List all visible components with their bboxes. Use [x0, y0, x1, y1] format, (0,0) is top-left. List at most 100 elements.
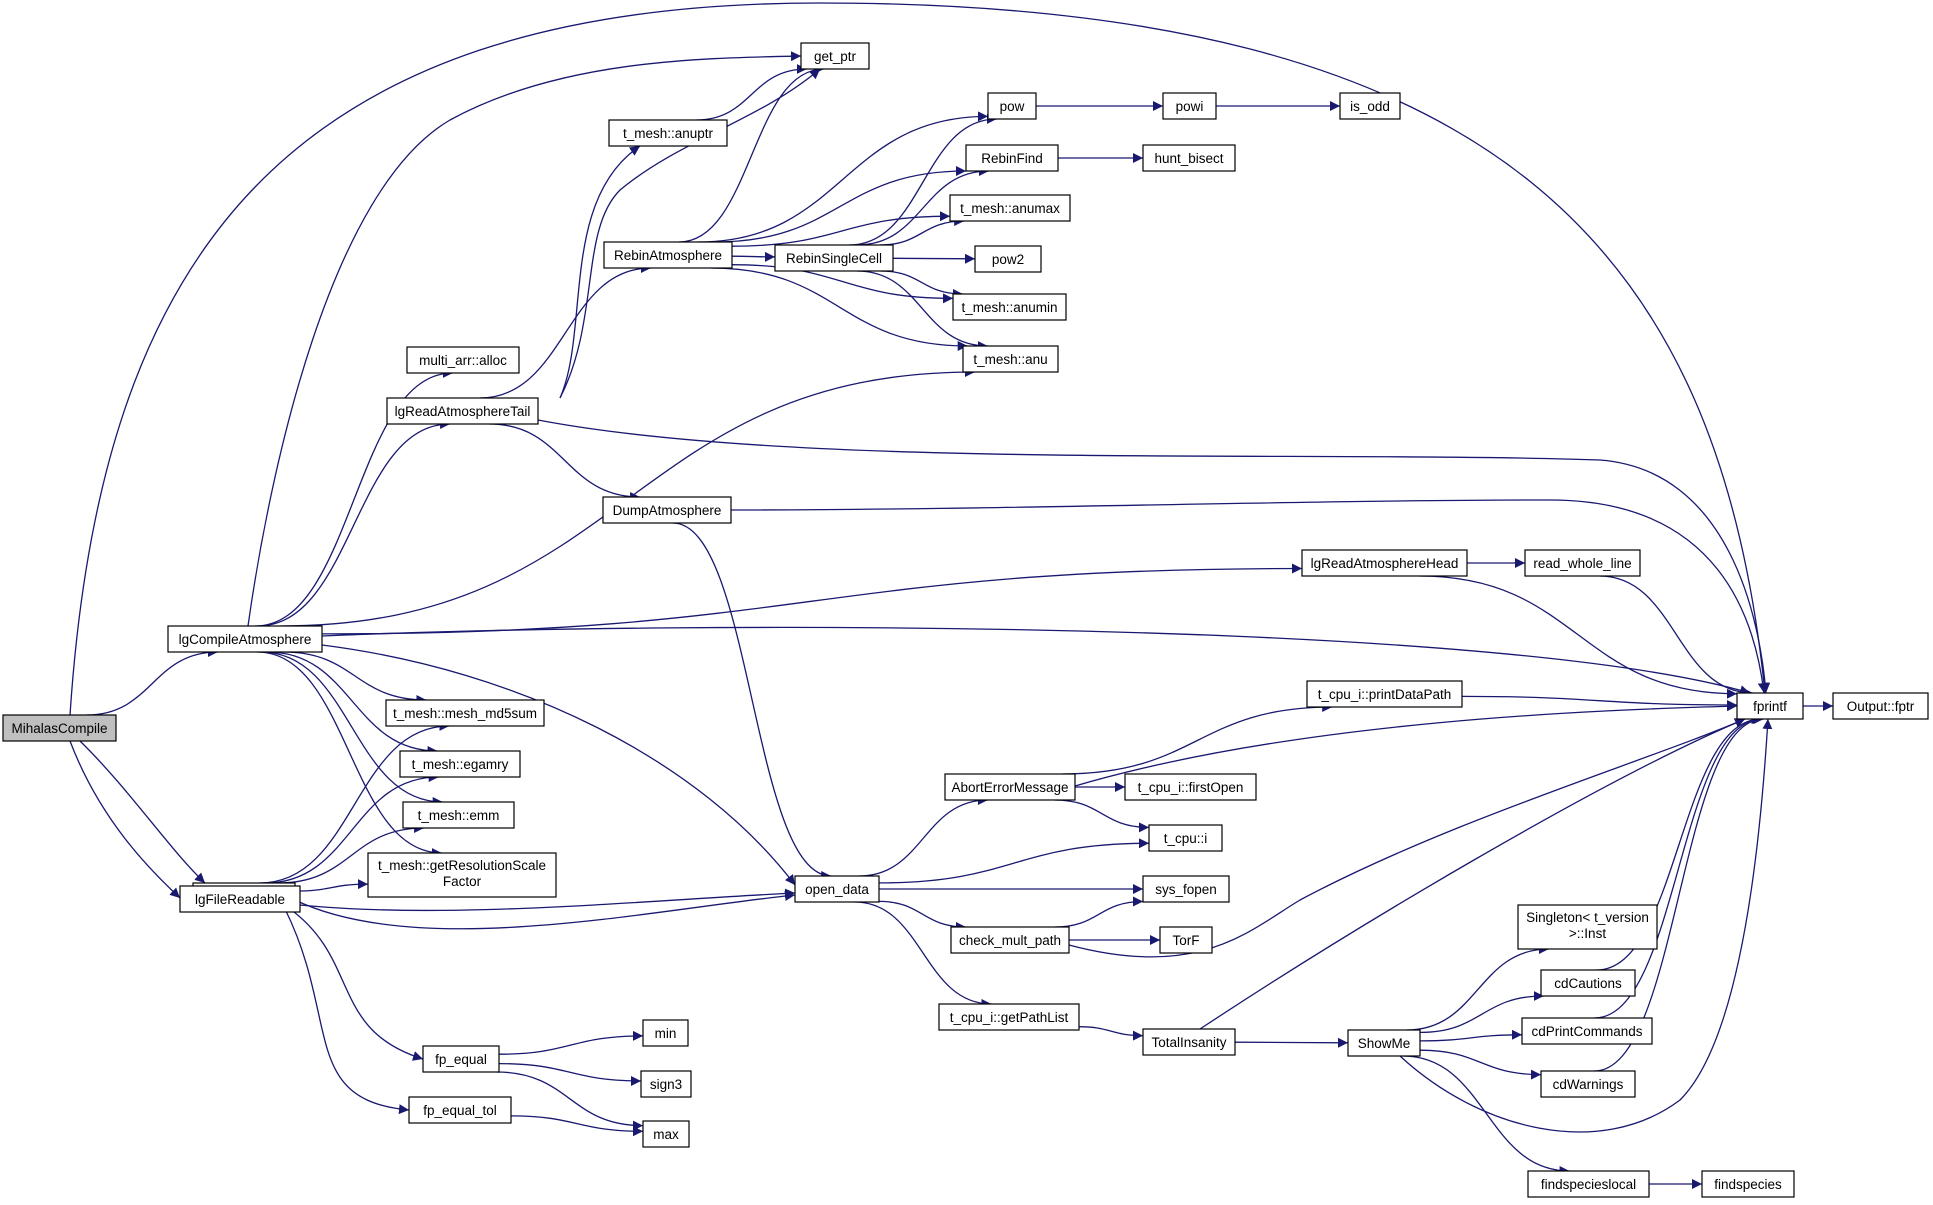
node-fpequaltol[interactable]: fp_equal_tol: [408, 1096, 512, 1124]
edge-rebinatm-to-anumin: [731, 264, 954, 304]
node-firstopen[interactable]: t_cpu_i::firstOpen: [1124, 773, 1257, 801]
edge-rebincell-to-rebinfind: [857, 166, 989, 246]
node-egamry[interactable]: t_mesh::egamry: [399, 750, 521, 778]
edge-validbin-to-md5: [259, 721, 450, 884]
node-label: sys_fopen: [1155, 882, 1217, 897]
node-readline[interactable]: read_whole_line: [1524, 549, 1641, 577]
node-compile[interactable]: lgCompileAtmosphere: [167, 625, 323, 653]
edge-compile-to-head: [321, 563, 1303, 635]
edge-readable-to-opendata: [299, 888, 796, 912]
edge-fpequal-to-max: [496, 1071, 644, 1131]
node-label: Output::fptr: [1847, 699, 1915, 714]
node-label: findspecieslocal: [1541, 1177, 1636, 1192]
node-insanity[interactable]: TotalInsanity: [1142, 1028, 1236, 1056]
node-showme[interactable]: ShowMe: [1347, 1029, 1421, 1057]
node-rebincell[interactable]: RebinSingleCell: [774, 244, 894, 272]
node-label: t_cpu_i::firstOpen: [1138, 780, 1244, 795]
node-anuptr[interactable]: t_mesh::anuptr: [608, 119, 728, 147]
edge-showme-to-cautions: [1419, 991, 1544, 1034]
node-tail[interactable]: lgReadAtmosphereTail: [386, 397, 539, 425]
node-printdp[interactable]: t_cpu_i::printDataPath: [1306, 680, 1463, 708]
node-cautions[interactable]: cdCautions: [1540, 969, 1636, 997]
node-label: pow2: [992, 252, 1024, 267]
node-abort[interactable]: AbortErrorMessage: [944, 773, 1076, 801]
node-printcmd[interactable]: cdPrintCommands: [1521, 1017, 1653, 1045]
node-fpequal[interactable]: fp_equal: [422, 1045, 500, 1073]
edge-opendata-to-getpath: [854, 901, 992, 1009]
edge-compile-to-emm: [260, 651, 443, 807]
edge-tail-to-rebinatm: [479, 263, 651, 399]
edge-abort-to-fprintf: [1074, 701, 1738, 787]
edge-validbin-to-fpequal: [289, 908, 424, 1061]
node-label: t_mesh::mesh_md5sum: [393, 706, 537, 721]
node-anu[interactable]: t_mesh::anu: [962, 345, 1059, 373]
node-md5[interactable]: t_mesh::mesh_md5sum: [385, 699, 545, 727]
edge-printcmd-to-fprintf: [1594, 714, 1763, 1019]
edge-cautions-to-fprintf: [1596, 714, 1762, 971]
node-rebinfind[interactable]: RebinFind: [965, 144, 1059, 172]
node-warnings[interactable]: cdWarnings: [1540, 1070, 1636, 1098]
node-powi[interactable]: powi: [1162, 92, 1217, 120]
node-opendata[interactable]: open_data: [794, 875, 880, 903]
node-hunt[interactable]: hunt_bisect: [1142, 144, 1236, 172]
node-label: RebinAtmosphere: [614, 248, 722, 263]
node-label: t_cpu_i::getPathList: [950, 1010, 1069, 1025]
edge-rebinatm-to-rebinfind: [714, 166, 967, 243]
edge-showme-to-warnings: [1419, 1049, 1542, 1080]
edge-fpequal-to-sign3: [498, 1062, 642, 1086]
node-label: >::Inst: [1569, 926, 1606, 941]
node-fs[interactable]: findspecies: [1701, 1170, 1795, 1198]
node-outfptr[interactable]: Output::fptr: [1832, 692, 1929, 720]
node-dump[interactable]: DumpAtmosphere: [602, 496, 732, 524]
node-label: t_cpu_i::printDataPath: [1318, 687, 1452, 702]
node-label: t_mesh::getResolutionScale: [378, 858, 546, 873]
node-pow2[interactable]: pow2: [974, 245, 1042, 273]
node-anumin[interactable]: t_mesh::anumin: [952, 293, 1067, 321]
node-label: TorF: [1173, 933, 1200, 948]
edge-compile-to-fprintf: [321, 626, 1751, 696]
edge-anuptr-to-getptr: [696, 64, 807, 121]
edge-compile-to-tail: [257, 419, 451, 627]
node-label: findspecies: [1714, 1177, 1782, 1192]
node-rebinatm[interactable]: RebinAtmosphere: [603, 241, 733, 269]
edge-showme-to-singleton: [1406, 944, 1549, 1031]
node-sysfopen[interactable]: sys_fopen: [1142, 875, 1230, 903]
node-readable[interactable]: lgFileReadable: [179, 885, 301, 913]
edge-rebinatm-to-anu: [710, 267, 968, 351]
node-getpath[interactable]: t_cpu_i::getPathList: [938, 1003, 1080, 1031]
edge-validbin-to-opendata: [294, 891, 796, 930]
node-alloc[interactable]: multi_arr::alloc: [406, 346, 520, 374]
edge-abort-to-cpui: [1054, 799, 1150, 833]
node-label: t_mesh::anu: [973, 352, 1047, 367]
edge-abort-to-printdp: [1062, 702, 1333, 775]
node-emm[interactable]: t_mesh::emm: [402, 801, 515, 829]
edge-tail-to-getptr: [559, 68, 821, 399]
node-label: ShowMe: [1358, 1036, 1411, 1051]
node-max[interactable]: max: [642, 1120, 690, 1148]
edge-mihalas-to-compile: [86, 647, 218, 716]
node-label: t_mesh::anuptr: [623, 126, 714, 141]
edge-rebincell-to-anumax: [879, 216, 965, 246]
node-label: t_mesh::egamry: [412, 757, 509, 772]
node-min[interactable]: min: [642, 1019, 689, 1047]
node-pow[interactable]: pow: [987, 92, 1037, 120]
node-torf[interactable]: TorF: [1159, 926, 1213, 954]
node-isodd[interactable]: is_odd: [1339, 92, 1401, 120]
node-mihalas[interactable]: MihalasCompile: [2, 714, 117, 742]
node-label: check_mult_path: [959, 933, 1061, 948]
node-fprintf[interactable]: fprintf: [1736, 692, 1804, 720]
node-fslocal[interactable]: findspecieslocal: [1527, 1170, 1650, 1198]
node-anumax[interactable]: t_mesh::anumax: [949, 194, 1071, 222]
node-singleton[interactable]: Singleton< t_version>::Inst: [1517, 904, 1658, 950]
node-label: open_data: [805, 882, 869, 897]
edge-validbin-to-fpequaltol: [284, 908, 410, 1115]
node-checkmult[interactable]: check_mult_path: [950, 926, 1070, 954]
edge-mihalas-to-readable: [69, 740, 181, 899]
node-getptr[interactable]: get_ptr: [800, 42, 870, 70]
node-label: RebinFind: [981, 151, 1043, 166]
node-cpui[interactable]: t_cpu::i: [1148, 824, 1223, 852]
node-sign3[interactable]: sign3: [640, 1070, 692, 1098]
node-label: pow: [1000, 99, 1025, 114]
node-head[interactable]: lgReadAtmosphereHead: [1301, 549, 1468, 577]
